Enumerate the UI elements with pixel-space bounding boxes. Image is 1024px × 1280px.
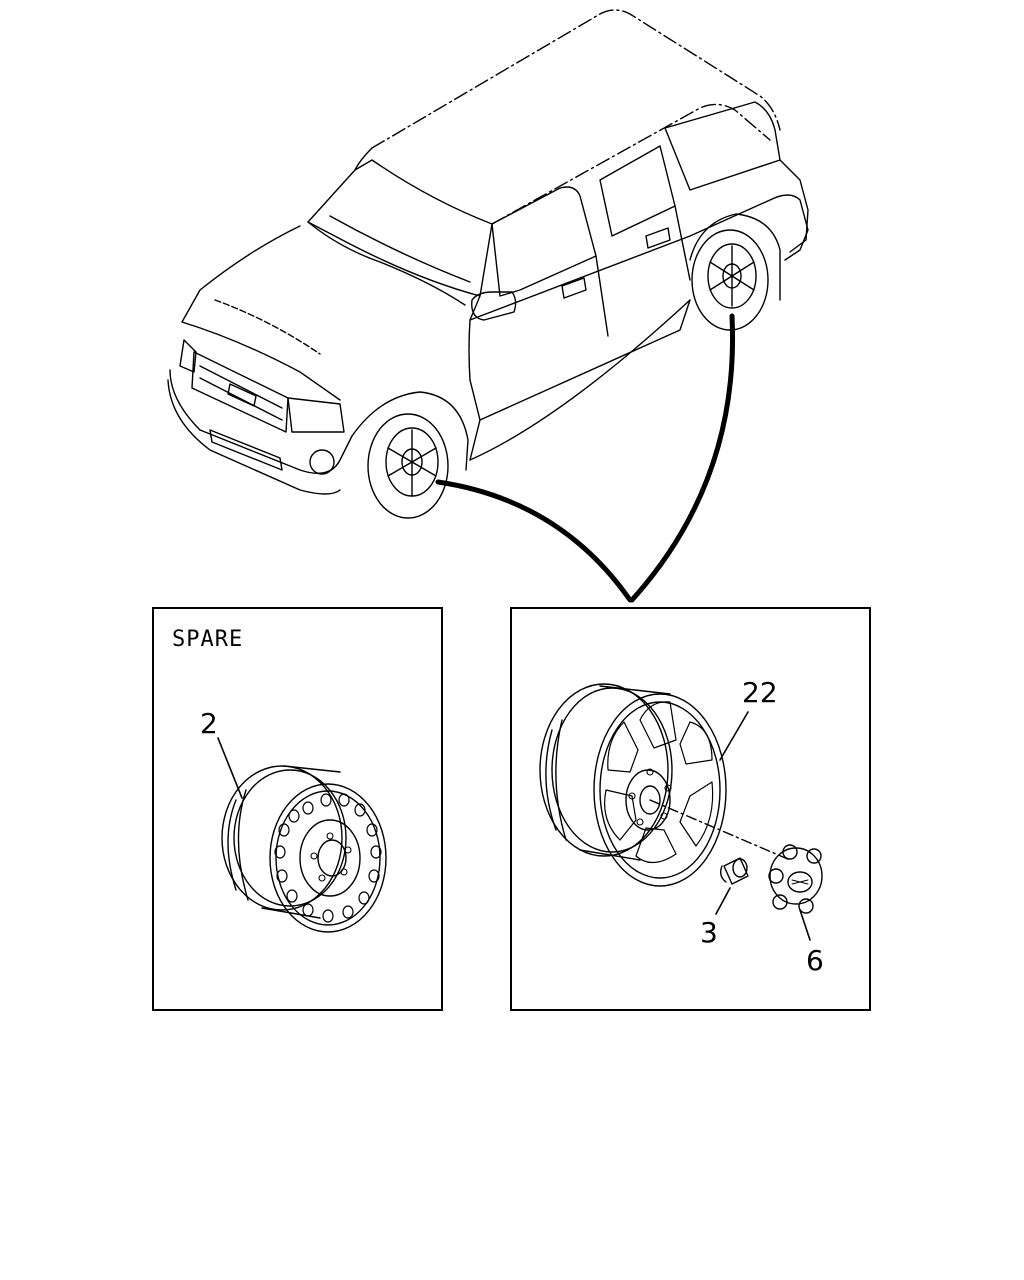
spare-panel-title: SPARE (172, 627, 244, 652)
callout-leaders (435, 313, 736, 603)
center-cap (768, 844, 823, 941)
alloy-wheel (539, 683, 791, 887)
callout-label-wheel-nut: 3 (700, 916, 718, 949)
spare-steel-wheel (217, 737, 387, 933)
callout-label-spare-wheel: 2 (200, 707, 218, 740)
wheel-nut (715, 857, 749, 915)
spare-wheel-panel: SPARE (152, 607, 443, 1011)
callout-label-alloy-wheel: 22 (742, 676, 778, 709)
vehicle-illustration (167, 9, 809, 519)
road-wheel-panel (510, 607, 871, 1011)
callout-label-center-cap: 6 (806, 944, 824, 977)
